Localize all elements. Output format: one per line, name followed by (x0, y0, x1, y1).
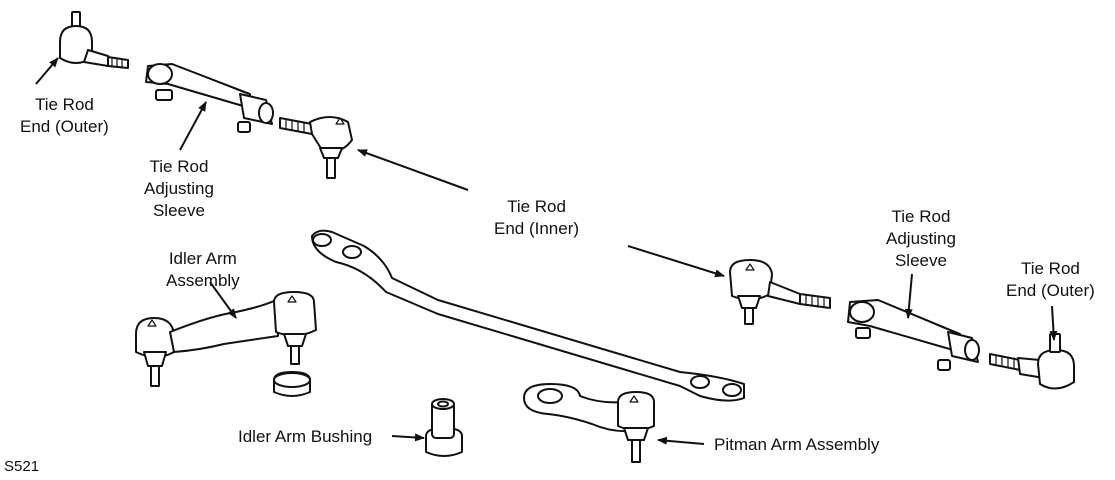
label-tie-rod-adjusting-sleeve-left: Tie Rod Adjusting Sleeve (144, 157, 214, 220)
arrow-outer-left (35, 57, 59, 85)
pitman-arm-assembly (523, 383, 655, 463)
label-tie-rod-end-inner: Tie Rod End (Inner) (494, 197, 580, 238)
right-adjusting-sleeve (847, 299, 980, 371)
label-idler-arm-assembly: Idler Arm Assembly (166, 249, 240, 290)
center-link (311, 229, 745, 402)
right-outer-tie-rod-end (989, 333, 1075, 390)
figure-id: S521 (4, 458, 40, 475)
arrow-inner-right (627, 245, 725, 278)
label-pitman-arm-assembly: Pitman Arm Assembly (714, 435, 880, 454)
arrow-sleeve-right (904, 273, 913, 319)
arrow-inner-left (357, 149, 469, 191)
left-inner-tie-rod-end (279, 116, 353, 179)
label-tie-rod-end-outer-right: Tie Rod End (Outer) (1006, 259, 1095, 300)
idler-arm-bushing (425, 398, 463, 457)
left-outer-tie-rod-end (59, 11, 129, 69)
arrow-bushing (391, 433, 425, 442)
idler-arm-assembly (135, 291, 317, 397)
label-tie-rod-end-outer-left: Tie Rod End (Outer) (20, 95, 109, 136)
arrow-idler-arm (209, 281, 237, 319)
arrow-pitman (657, 436, 705, 445)
left-adjusting-sleeve (145, 63, 274, 133)
label-tie-rod-adjusting-sleeve-right: Tie Rod Adjusting Sleeve (886, 207, 956, 270)
right-inner-tie-rod-end (729, 259, 831, 325)
arrow-outer-right (1049, 305, 1058, 341)
label-idler-arm-bushing: Idler Arm Bushing (238, 427, 373, 446)
arrow-sleeve-left (179, 101, 207, 151)
